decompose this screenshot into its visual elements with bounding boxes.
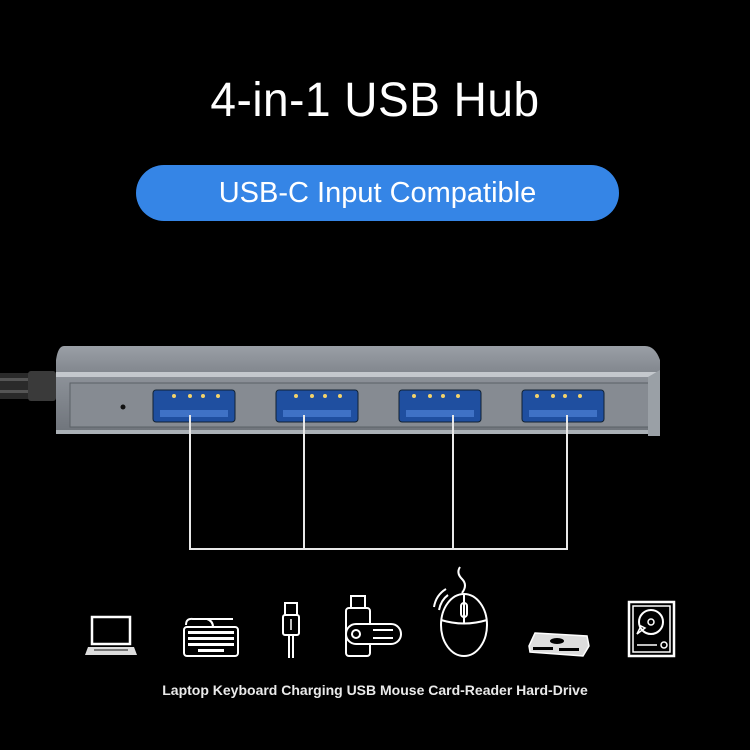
device-caption: Laptop Keyboard Charging USB Mouse Card-…	[162, 682, 588, 698]
hard-drive-icon	[627, 600, 676, 658]
usb-hub-illustration	[0, 346, 660, 436]
card-reader-icon	[528, 632, 590, 657]
usb-flash-drive-icon	[345, 595, 402, 657]
connector-lines	[189, 415, 568, 550]
page-title: 4-in-1 USB Hub	[210, 71, 540, 127]
compatibility-badge: USB-C Input Compatible	[136, 165, 619, 221]
laptop-icon	[85, 615, 137, 655]
keyboard-icon	[183, 617, 239, 657]
usb-port-4	[521, 389, 605, 423]
usb-c-cable	[0, 371, 56, 401]
usb-port-3	[398, 389, 482, 423]
mouse-icon	[433, 566, 488, 657]
usb-port-2	[275, 389, 359, 423]
usb-port-1	[152, 389, 236, 423]
usb-cable-icon	[282, 602, 300, 658]
